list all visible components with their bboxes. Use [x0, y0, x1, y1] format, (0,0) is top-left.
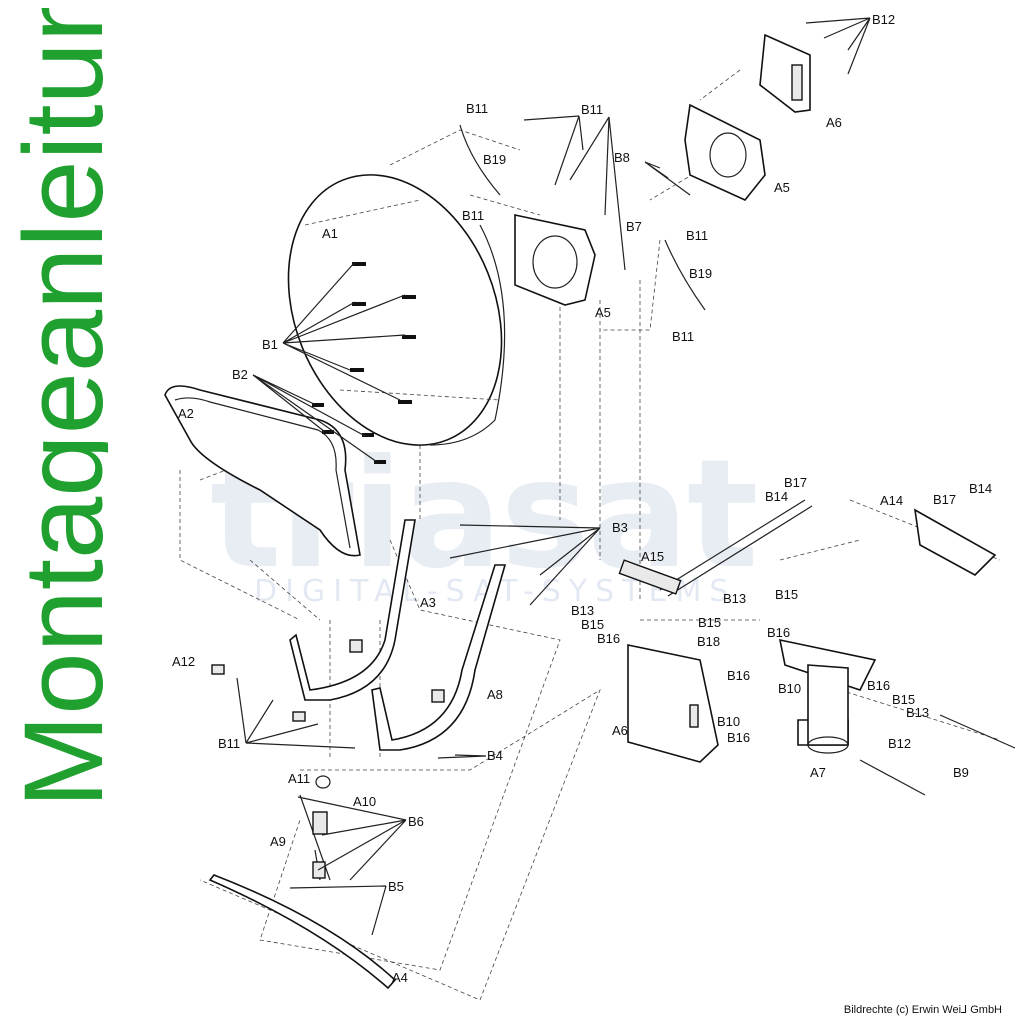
- dish-rim-ring: [164, 385, 361, 557]
- label-b9: B9: [953, 765, 969, 780]
- label-a7: A7: [810, 765, 826, 780]
- label-b16-lower: B16: [727, 730, 750, 745]
- label-b12-top: B12: [872, 12, 895, 27]
- label-b13-left: B13: [571, 603, 594, 618]
- leader-lines: [236, 17, 871, 936]
- label-b5: B5: [388, 879, 404, 894]
- label-a10: A10: [353, 794, 376, 809]
- support-arm: [211, 519, 507, 751]
- label-b19-left: B19: [483, 152, 506, 167]
- label-b13-mid: B13: [723, 591, 746, 606]
- dish-bracket: [459, 124, 706, 311]
- label-b17-rod: B17: [784, 475, 807, 490]
- side-title: Montageanleitung: [1, 0, 126, 808]
- label-b4: B4: [487, 748, 503, 763]
- label-b15-right: B15: [892, 692, 915, 707]
- label-a5-dish: A5: [595, 305, 611, 320]
- image-credit: Bildrechte (c) Erwin Wei⅃ GmbH: [843, 1004, 1002, 1016]
- label-b13-right: B13: [906, 705, 929, 720]
- label-b1: B1: [262, 337, 278, 352]
- mast-clamp: [778, 638, 877, 754]
- label-b16-right: B16: [867, 678, 890, 693]
- label-b19-right: B19: [689, 266, 712, 281]
- label-b17-bracket: B17: [933, 492, 956, 507]
- side-title-text: Montageanleitung: [12, 8, 108, 808]
- label-b14-bracket: B14: [969, 481, 992, 496]
- label-b11-bracket: B11: [462, 208, 484, 223]
- label-b16-mid: B16: [727, 668, 750, 683]
- label-b15-mid-top: B15: [775, 587, 798, 602]
- dish-bolts: [350, 262, 416, 404]
- threaded-rod: [618, 499, 813, 597]
- label-b11-right-top: B11: [686, 228, 708, 243]
- label-b11-top-mid: B11: [581, 102, 603, 117]
- label-b18: B18: [697, 634, 720, 649]
- label-a14: A14: [880, 493, 903, 508]
- top-bracket: [684, 103, 766, 201]
- label-a3: A3: [420, 595, 436, 610]
- label-b11-arm: B11: [218, 736, 240, 751]
- label-a15: A15: [641, 549, 664, 564]
- label-a6-top: A6: [826, 115, 842, 130]
- label-b6: B6: [408, 814, 424, 829]
- label-b11-right-bottom: B11: [672, 329, 694, 344]
- label-a2: A2: [178, 406, 194, 421]
- label-b14-rod: B14: [765, 489, 788, 504]
- label-b12-clamp: B12: [888, 736, 911, 751]
- wall-plate: [627, 644, 719, 763]
- angle-bracket: [913, 508, 997, 576]
- top-mount-plate: [759, 33, 811, 113]
- label-b8: B8: [614, 150, 630, 165]
- rim-bolts: [312, 403, 386, 464]
- label-a11: A11: [288, 771, 310, 786]
- label-b15-left: B15: [581, 617, 604, 632]
- label-b16-mid-top: B16: [767, 625, 790, 640]
- label-a6-plate: A6: [612, 723, 628, 738]
- label-b3: B3: [612, 520, 628, 535]
- long-bolts: [859, 714, 1016, 796]
- label-b15-mid-left: B15: [698, 615, 721, 630]
- label-b11-top-left: B11: [466, 101, 488, 116]
- label-b10-lower: B10: [717, 714, 740, 729]
- label-b10-upper: B10: [778, 681, 801, 696]
- label-b2: B2: [232, 367, 248, 382]
- label-a12: A12: [172, 654, 195, 669]
- label-a1: A1: [322, 226, 338, 241]
- label-a5-top: A5: [774, 180, 790, 195]
- label-a4: A4: [392, 970, 408, 985]
- dish-reflector: [287, 174, 506, 446]
- label-b16-left: B16: [597, 631, 620, 646]
- label-b7: B7: [626, 219, 642, 234]
- label-a8: A8: [487, 687, 503, 702]
- label-a9: A9: [270, 834, 286, 849]
